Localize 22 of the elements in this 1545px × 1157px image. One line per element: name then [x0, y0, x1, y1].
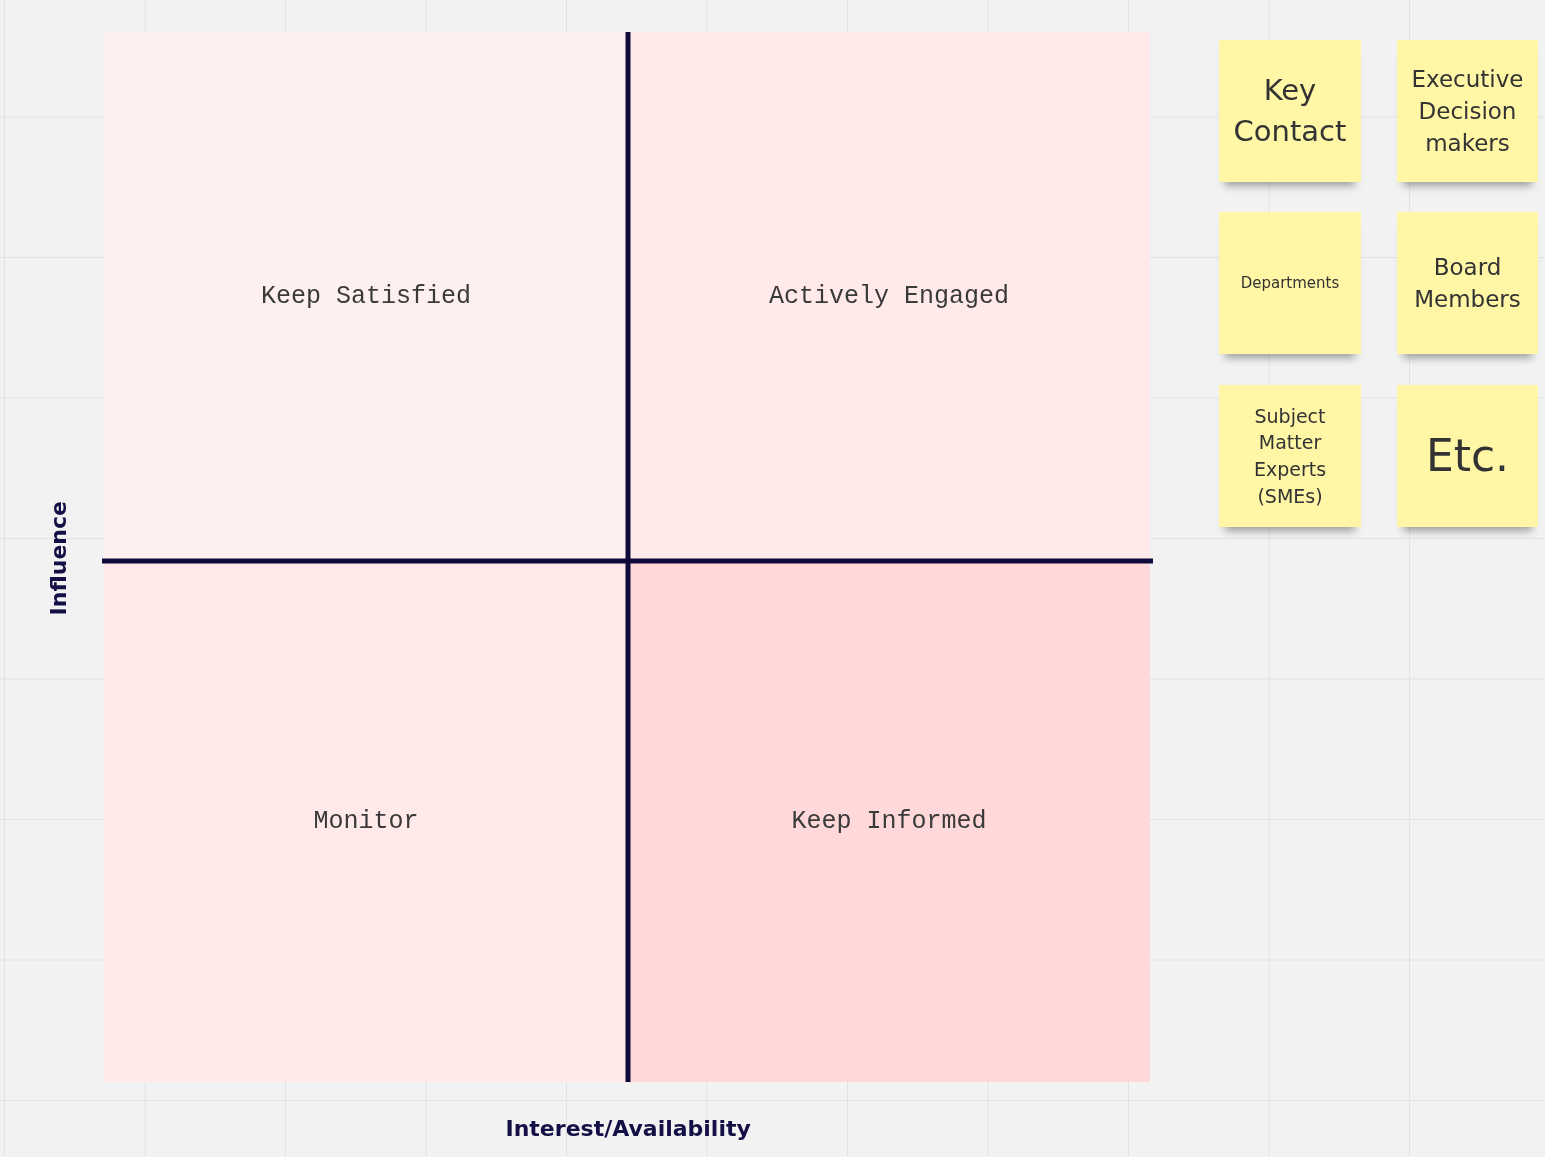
sticky-note: [1219, 212, 1361, 354]
axis-title: Interest/Availability: [505, 1115, 751, 1141]
note-text: Etc.: [1425, 429, 1510, 484]
sticky-note: [1219, 40, 1361, 182]
sticky-note: [1219, 385, 1361, 527]
quadrant-label: Actively Engaged: [768, 282, 1009, 311]
quadrant-label: Monitor: [313, 807, 419, 836]
note-text: Board Members: [1413, 252, 1522, 314]
sticky-note: [1397, 40, 1538, 182]
quadrant-panel: [628, 561, 1150, 1082]
sticky-note: [1397, 212, 1538, 354]
quadrant-label: Keep Satisfied: [260, 282, 471, 311]
quadrant-panel: [104, 32, 628, 561]
quadrant-panel: [104, 561, 628, 1082]
note-text: Subject Matter Experts (SMEs): [1252, 403, 1328, 509]
note-text: Departments: [1240, 272, 1340, 294]
quadrant-label: Keep Informed: [791, 807, 987, 836]
sticky-note: [1397, 385, 1538, 527]
axis-title: Influence: [45, 501, 71, 616]
quadrant-panel: [628, 32, 1150, 561]
note-text: Key Contact: [1232, 72, 1348, 150]
note-text: Executive Decision makers: [1410, 64, 1525, 159]
